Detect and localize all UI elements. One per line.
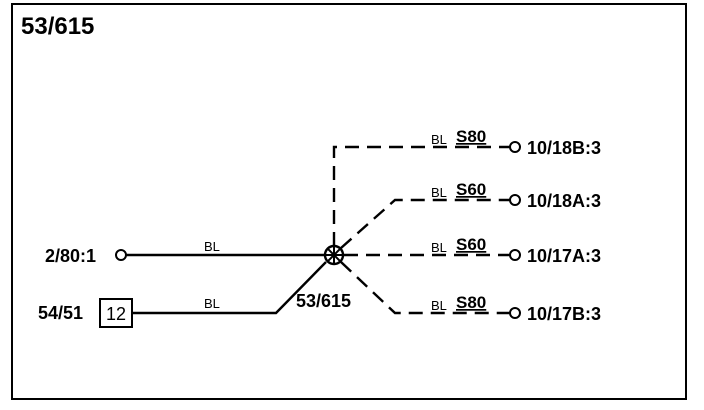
- splice-label: 53/615: [296, 291, 351, 311]
- variant-10-18b-3: S80: [456, 127, 486, 146]
- wire-color-10-18a-3: BL: [431, 185, 447, 200]
- diagram-frame: [11, 3, 687, 400]
- terminal-10-18a-3[interactable]: [509, 194, 521, 206]
- connector-label-10-18a-3: 10/18A:3: [527, 191, 601, 211]
- wire-color-2-80-1: BL: [204, 239, 220, 254]
- wire-color-10-18b-3: BL: [431, 132, 447, 147]
- connector-box-number: 12: [106, 304, 126, 324]
- connector-label-10-18b-3: 10/18B:3: [527, 138, 601, 158]
- wire-10-17b-3[interactable]: [340, 261, 510, 315]
- variant-10-17a-3: S60: [456, 235, 486, 254]
- wire-54-51[interactable]: [132, 261, 327, 315]
- wire-10-18b-3[interactable]: [332, 145, 510, 246]
- terminal-2-80-1[interactable]: [115, 249, 127, 261]
- variant-10-18a-3: S60: [456, 180, 486, 199]
- wire-10-18a-3[interactable]: [340, 198, 510, 249]
- splice-icon[interactable]: [323, 244, 345, 266]
- terminal-10-17a-3[interactable]: [509, 249, 521, 261]
- terminal-10-17b-3[interactable]: [509, 307, 521, 319]
- terminal-10-18b-3[interactable]: [509, 141, 521, 153]
- connector-box-54-51[interactable]: [99, 298, 133, 328]
- diagram-title: 53/615: [21, 13, 94, 40]
- wire-color-10-17b-3: BL: [431, 298, 447, 313]
- connector-label-2-80-1: 2/80:1: [45, 246, 96, 266]
- connector-label-10-17b-3: 10/17B:3: [527, 304, 601, 324]
- wire-color-54-51: BL: [204, 296, 220, 311]
- variant-10-17b-3: S80: [456, 293, 486, 312]
- connector-label-54-51: 54/51: [38, 303, 83, 323]
- connector-label-10-17a-3: 10/17A:3: [527, 246, 601, 266]
- wire-color-10-17a-3: BL: [431, 240, 447, 255]
